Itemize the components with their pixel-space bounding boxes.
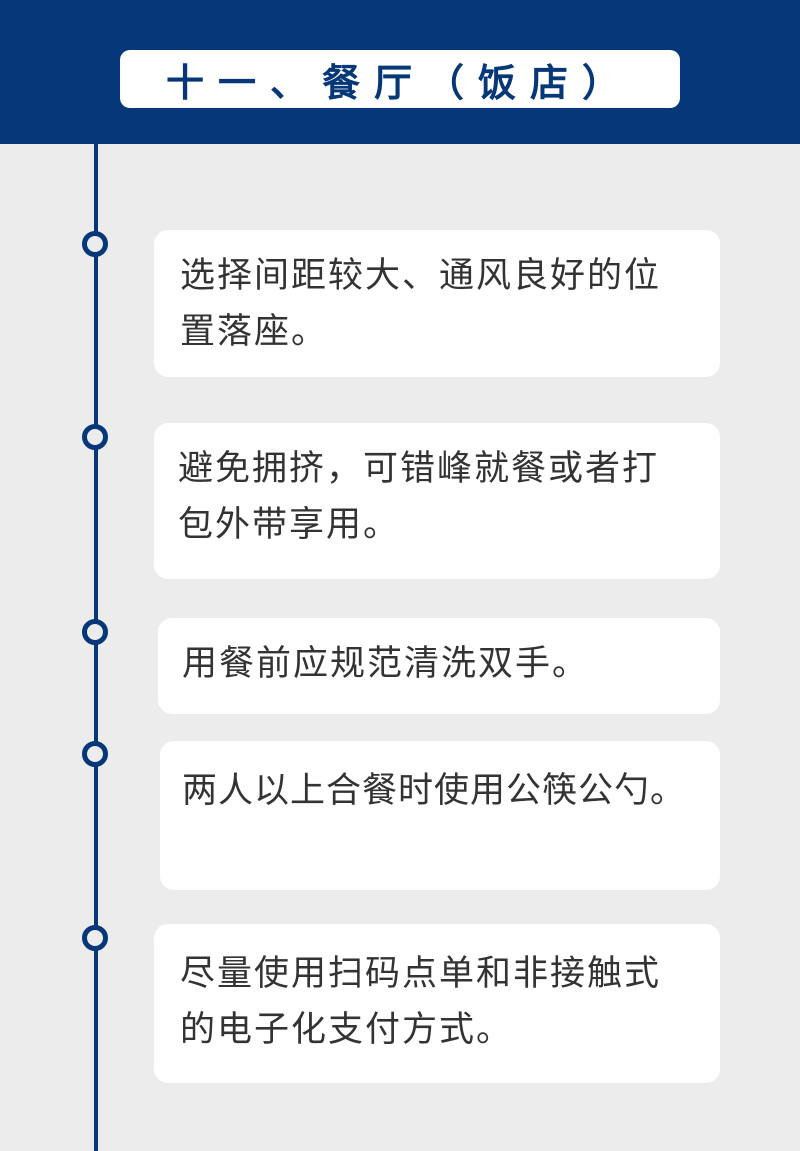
tip-text-1: 选择间距较大、通风良好的位置落座。 xyxy=(180,256,662,352)
tip-card-4: 两人以上合餐时使用公筷公勺。 xyxy=(160,741,720,890)
tip-card-1: 选择间距较大、通风良好的位置落座。 xyxy=(154,230,720,377)
tip-text-5: 尽量使用扫码点单和非接触式的电子化支付方式。 xyxy=(180,954,662,1050)
title-box: 十一、餐厅（饭店） xyxy=(120,50,680,108)
tip-card-2: 避免拥挤，可错峰就餐或者打包外带享用。 xyxy=(154,423,720,579)
tip-text-2: 避免拥挤，可错峰就餐或者打包外带享用。 xyxy=(178,449,660,545)
timeline-line xyxy=(94,144,98,1151)
page-title: 十一、餐厅（饭店） xyxy=(165,59,634,105)
timeline-dot-3 xyxy=(82,619,108,645)
timeline-dot-1 xyxy=(82,231,108,257)
timeline-dot-5 xyxy=(82,925,108,951)
tip-text-3: 用餐前应规范清洗双手。 xyxy=(182,644,590,684)
timeline-dot-2 xyxy=(82,424,108,450)
timeline-dot-4 xyxy=(82,741,108,767)
header-banner: 十一、餐厅（饭店） xyxy=(0,0,800,144)
tip-card-5: 尽量使用扫码点单和非接触式的电子化支付方式。 xyxy=(154,924,720,1083)
tip-card-3: 用餐前应规范清洗双手。 xyxy=(158,618,720,714)
tip-text-4: 两人以上合餐时使用公筷公勺。 xyxy=(182,771,687,811)
